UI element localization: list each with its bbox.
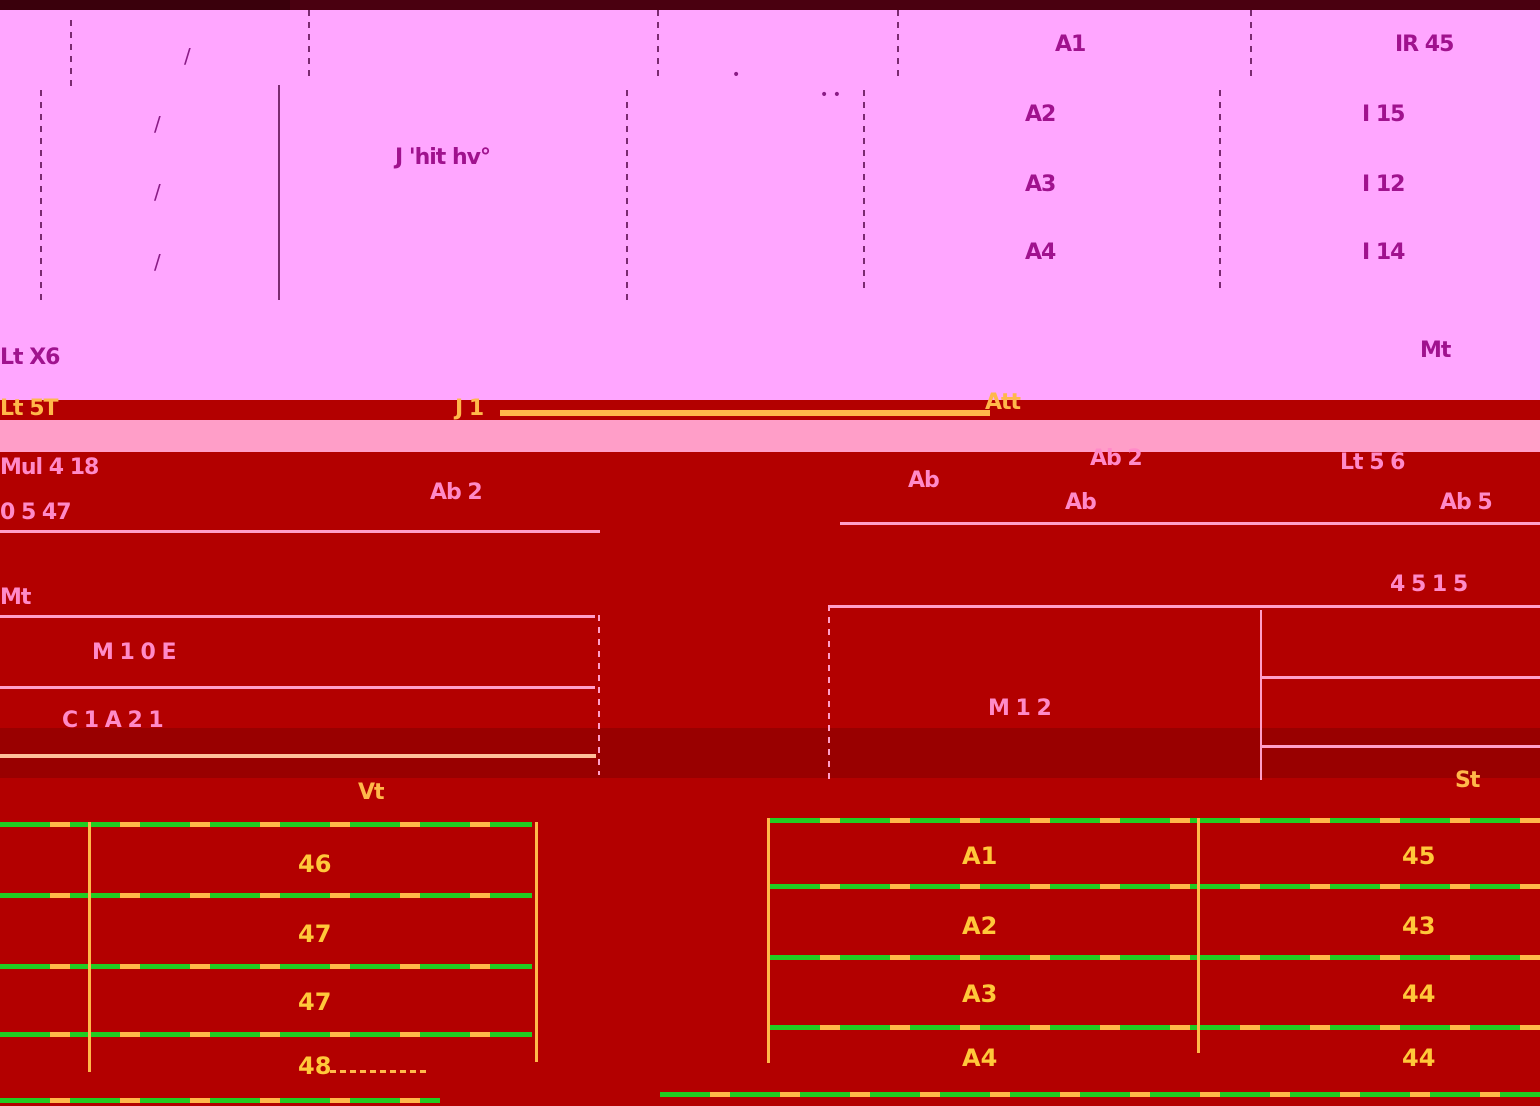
- table-right-col-divider: [767, 818, 770, 1063]
- col-value-2: I 15: [1362, 102, 1405, 127]
- row-b-underline: [840, 522, 1540, 525]
- table-right-value: 44: [1402, 980, 1436, 1008]
- row-b-underline: [0, 530, 600, 533]
- dot-glyph: •: [732, 67, 741, 83]
- selected-row-line: [0, 754, 596, 758]
- marker-glyph: /: [154, 180, 161, 204]
- table-left-sub1: M 1 0 E: [92, 640, 177, 665]
- table-left-value: 48: [298, 1052, 332, 1080]
- grid-line: [278, 85, 280, 300]
- table-right-row-border: [770, 1025, 1540, 1030]
- row-b-left-top: Mul 4 18: [0, 455, 99, 480]
- section-right-label: Mt: [1420, 338, 1451, 363]
- row-a-left: Lt 5T: [0, 396, 59, 421]
- row-a-right: Att: [985, 390, 1021, 415]
- marker-glyph: /: [154, 250, 161, 274]
- table-left-row-border: [0, 893, 532, 898]
- table-left-top-border: [0, 615, 595, 618]
- table-right-label: A2: [962, 912, 998, 940]
- table-left-value: 47: [298, 988, 332, 1016]
- table-left-row-border: [0, 1032, 532, 1037]
- table-right-label: A3: [962, 980, 998, 1008]
- marker-glyph: /: [154, 112, 161, 136]
- table-left-value: 46: [298, 850, 332, 878]
- table-left-row-border: [0, 822, 532, 827]
- row-b-center-bottom: Ab: [1065, 490, 1097, 515]
- col-value-1: IR 45: [1395, 32, 1454, 57]
- col-label-a2: A2: [1025, 102, 1056, 127]
- table-right-value: 45: [1402, 842, 1436, 870]
- row-b-mid: Ab 2: [430, 480, 483, 505]
- grid-line: [308, 10, 310, 80]
- table-right-label: A1: [962, 842, 998, 870]
- col-label-a3: A3: [1025, 172, 1056, 197]
- section-left-label: Lt X6: [0, 345, 60, 370]
- row-b-center-top: Ab 2: [1090, 446, 1143, 471]
- table-left-row-border: [0, 964, 532, 969]
- header-grid: / / / / J 'hit hv° • • • A1 A2 A3 A4 IR …: [0, 10, 1540, 400]
- grid-line: [1250, 10, 1252, 80]
- dotted-indicator: [330, 1070, 430, 1073]
- row-b-right-top: Lt 5 6: [1340, 450, 1405, 475]
- col-label-a1: A1: [1055, 32, 1086, 57]
- grid-line: [1260, 610, 1262, 780]
- col-label-a4: A4: [1025, 240, 1056, 265]
- row-band-b: [0, 420, 1540, 452]
- grid-line: [863, 90, 865, 290]
- header-center-label: J 'hit hv°: [395, 145, 491, 170]
- table-right-top-border: [830, 605, 1540, 608]
- table-right-col-header: St: [1455, 768, 1480, 793]
- row-a-mid: J 1: [455, 396, 484, 421]
- table-right-center: M 1 2: [988, 696, 1052, 721]
- table-right-row-border: [770, 955, 1540, 960]
- grid-line: [828, 605, 830, 780]
- grid-line: [1219, 90, 1221, 290]
- col-value-4: I 14: [1362, 240, 1405, 265]
- table-right-value: 44: [1402, 1044, 1436, 1072]
- table-left-row-border: [0, 1098, 440, 1103]
- table-right-row-border: [660, 1092, 1540, 1097]
- grid-line: [626, 90, 628, 300]
- marker-glyph: /: [184, 44, 191, 68]
- row-b-center: Ab: [908, 468, 940, 493]
- table-left-header: Mt: [0, 585, 31, 610]
- table-left-col-header: Vt: [358, 780, 385, 805]
- table-left-divider: [0, 686, 595, 689]
- table-left-col-divider: [88, 822, 91, 1072]
- table-right-col-divider: [1197, 818, 1200, 1053]
- table-left-value: 47: [298, 920, 332, 948]
- table-left-col-divider: [535, 822, 538, 1062]
- grid-line: [657, 10, 659, 80]
- table-right-row-border: [770, 818, 1540, 823]
- col-value-3: I 12: [1362, 172, 1405, 197]
- table-right-value: 43: [1402, 912, 1436, 940]
- table-right-label: A4: [962, 1044, 998, 1072]
- table-right-row-border: [770, 884, 1540, 889]
- grid-line: [598, 615, 600, 775]
- dot-glyph: • •: [820, 87, 841, 103]
- row-band-a-highlight: [500, 410, 990, 416]
- selected-row-band: [0, 728, 1540, 778]
- grid-line: [897, 10, 899, 80]
- selected-row-line: [1262, 745, 1540, 748]
- row-b-left-bottom: 0 5 47: [0, 500, 72, 525]
- grid-line: [40, 90, 42, 300]
- table-right-divider: [1262, 676, 1540, 679]
- table-right-header: 4 5 1 5: [1390, 572, 1468, 597]
- row-b-right-bottom: Ab 5: [1440, 490, 1493, 515]
- grid-line: [70, 20, 72, 90]
- top-title-bar: [0, 0, 1540, 20]
